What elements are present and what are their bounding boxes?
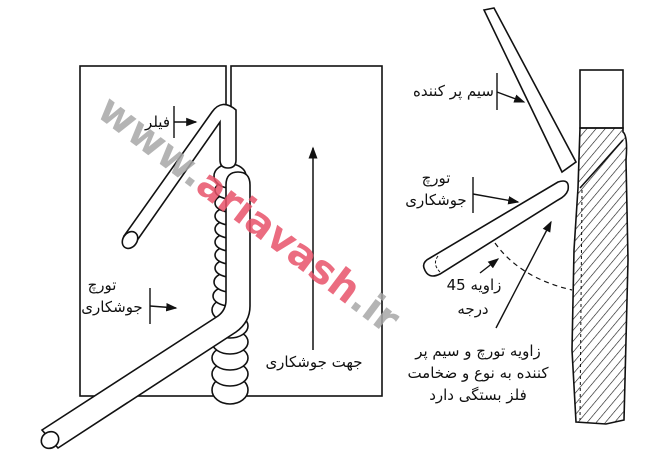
note-line3: فلز بستگی دارد — [429, 386, 527, 404]
filler-callout: فیلر — [144, 106, 198, 138]
torch-right-label-line2: جوشکاری — [405, 191, 466, 209]
right-figure: سیم پر کننده تورچ جوشکاری زاویه 45 درجه … — [405, 7, 629, 425]
torch-callout-left: تورچ جوشکاری — [81, 276, 178, 324]
left-figure: فیلر تورچ جوشکاری جهت جوشکاری — [40, 65, 383, 450]
angle-label-line2: درجه — [457, 300, 488, 318]
angle-arc — [494, 242, 573, 291]
torch — [40, 171, 251, 450]
note-line1: زاویه تورچ و سیم پر — [414, 342, 541, 361]
torch-right-label-line1: تورچ — [422, 169, 451, 188]
angle-label-line1: زاویه 45 — [447, 276, 502, 294]
workpiece — [571, 69, 629, 425]
filler-wire-callout: سیم پر کننده — [413, 73, 526, 110]
filler-wire — [482, 7, 578, 174]
torch-label-line1: تورچ — [88, 276, 117, 295]
filler-label: فیلر — [144, 113, 170, 131]
torch-label-line2: جوشکاری — [81, 298, 142, 316]
direction-label: جهت جوشکاری — [265, 353, 362, 371]
torch-right — [422, 180, 570, 277]
note-line2: کننده به نوع و ضخامت — [407, 364, 549, 382]
torch-callout-right: تورچ جوشکاری — [405, 169, 520, 213]
filler-rod — [121, 103, 237, 250]
filler-wire-label: سیم پر کننده — [413, 82, 494, 101]
note-arrow — [495, 220, 552, 329]
